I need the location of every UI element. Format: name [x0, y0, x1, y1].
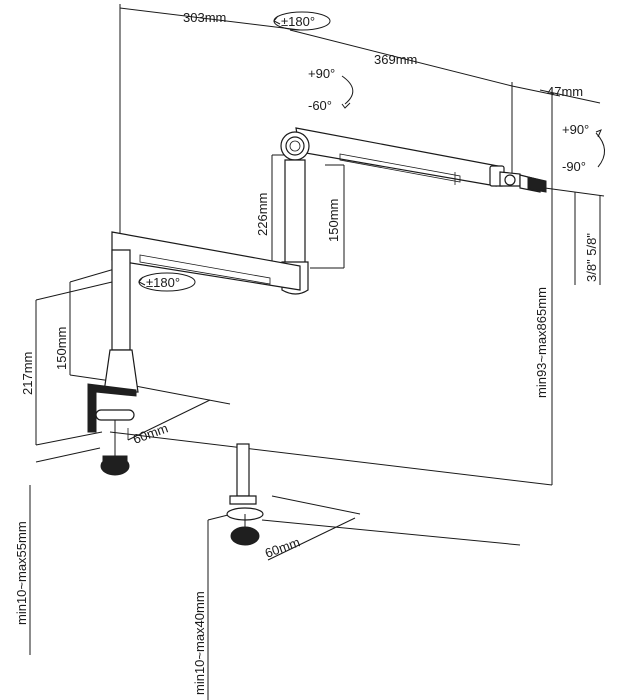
labels: 303mm ±180° 369mm 47mm +90° -60° +90° -9…	[14, 10, 599, 695]
base-post	[87, 249, 139, 476]
dim-tip-length: 47mm	[547, 84, 583, 99]
dim-lower-post-height: 150mm	[54, 327, 69, 370]
elbow-arc	[341, 75, 354, 105]
top-swivel-arrow-icon	[273, 15, 281, 25]
dim-upper-post-height: 226mm	[255, 193, 270, 236]
dim-grommet-range: min10~max40mm	[192, 591, 207, 695]
elbow-arrow-icon	[341, 102, 351, 109]
dim-total-base-height: 217mm	[20, 352, 35, 395]
tilt-arc	[595, 132, 605, 168]
rot-lower-swivel: ±180°	[146, 275, 180, 290]
lower-swivel-arrow-icon	[138, 276, 146, 286]
dim-thread-size: 3/8" 5/8"	[584, 233, 599, 282]
dim-grommet-depth: 60mm	[263, 534, 302, 560]
grommet-mount	[226, 443, 264, 546]
dimension-lines	[29, 4, 605, 700]
rot-elbow-down: -60°	[308, 98, 332, 113]
rot-tilt-down: -90°	[562, 159, 586, 174]
rot-top-swivel: ±180°	[281, 14, 315, 29]
dim-clamp-range: min10~max55mm	[14, 521, 29, 625]
rot-tilt-up: +90°	[562, 122, 589, 137]
rotation-arcs	[138, 11, 605, 292]
tilt-arrow-icon	[595, 129, 602, 138]
rot-elbow-up: +90°	[308, 66, 335, 81]
dim-top-width: 303mm	[183, 10, 226, 25]
upper-arm	[280, 127, 547, 193]
dim-clamp-depth: 60mm	[131, 420, 170, 446]
dim-arm-length: 369mm	[374, 52, 417, 67]
dim-upper-post-inner: 150mm	[326, 199, 341, 242]
dim-reach-range: min93~max865mm	[534, 287, 549, 398]
